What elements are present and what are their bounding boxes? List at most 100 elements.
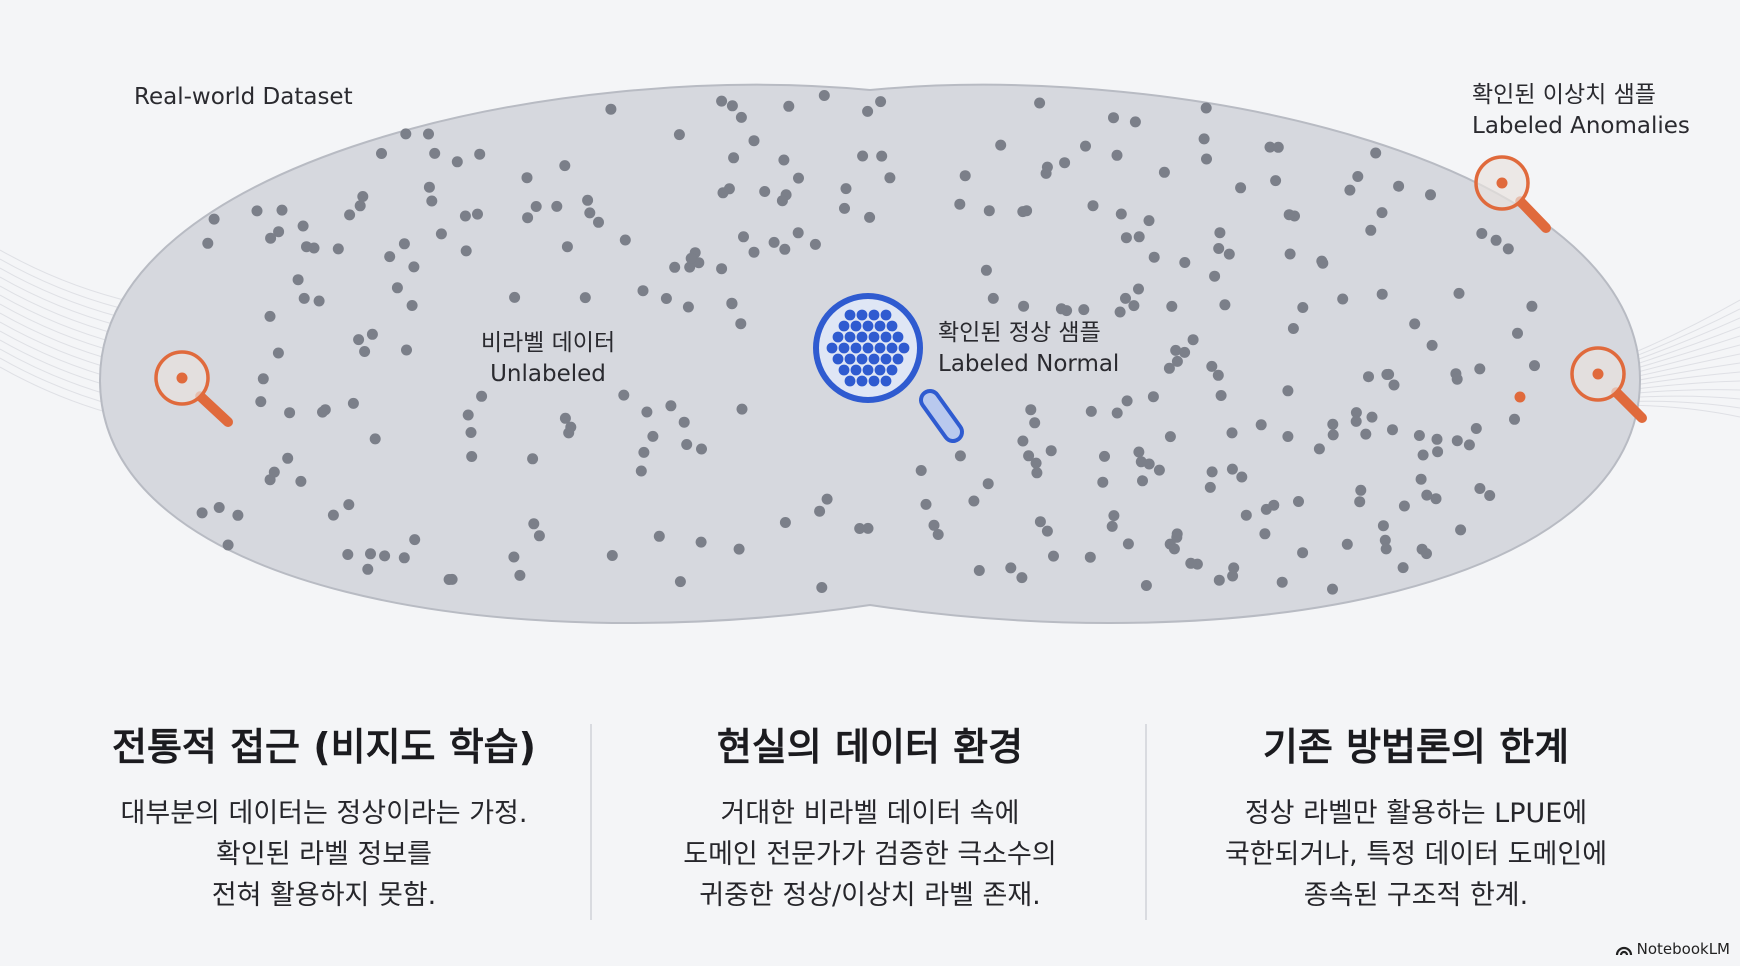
unlabeled-dot xyxy=(995,139,1007,151)
unlabeled-dot xyxy=(391,282,403,294)
unlabeled-dot xyxy=(313,295,325,307)
unlabeled-dot xyxy=(814,505,826,517)
unlabeled-dot xyxy=(618,389,630,401)
unlabeled-dot xyxy=(1354,496,1366,508)
unlabeled-dot xyxy=(561,241,573,253)
unlabeled-dot xyxy=(619,234,631,246)
unlabeled-dot xyxy=(1137,475,1148,487)
unlabeled-dot xyxy=(298,292,310,304)
unlabeled-dot xyxy=(818,90,830,101)
unlabeled-dot xyxy=(1425,189,1436,201)
unlabeled-dot xyxy=(276,204,288,216)
labeled-normal-dot xyxy=(856,309,868,321)
unlabeled-dot xyxy=(748,135,760,147)
unlabeled-dot xyxy=(272,347,284,359)
unlabeled-dot xyxy=(1133,446,1145,458)
unlabeled-dot xyxy=(1017,435,1029,447)
unlabeled-dot xyxy=(678,416,690,428)
unlabeled-dot xyxy=(1350,415,1362,427)
unlabeled-dot xyxy=(1213,243,1225,254)
unlabeled-dot xyxy=(980,264,992,276)
unlabeled-dot xyxy=(1055,303,1067,315)
unlabeled-dot xyxy=(1018,300,1030,312)
unlabeled-dot xyxy=(474,148,486,160)
labeled-normal-dot xyxy=(850,320,862,332)
unlabeled-dot xyxy=(459,210,471,222)
unlabeled-dot xyxy=(669,261,681,273)
unlabeled-dot xyxy=(508,551,520,563)
unlabeled-dot xyxy=(735,111,747,123)
unlabeled-dot xyxy=(954,198,966,210)
unlabeled-dot xyxy=(1526,300,1538,312)
unlabeled-dot xyxy=(768,236,780,248)
unlabeled-dot xyxy=(1215,390,1227,401)
unlabeled-dot xyxy=(460,245,472,257)
labeled-normal-dot xyxy=(856,353,868,365)
unlabeled-dot xyxy=(1284,248,1296,260)
labeled-normal-dot xyxy=(862,342,874,354)
unlabeled-dot xyxy=(1227,570,1239,582)
unlabeled-dot xyxy=(717,187,729,199)
labeled-normal-dot xyxy=(862,364,874,376)
unlabeled-dot xyxy=(232,509,244,521)
unlabeled-dot xyxy=(973,565,985,576)
labeled-normal-dot xyxy=(868,309,880,321)
unlabeled-dot xyxy=(840,183,852,195)
unlabeled-dot xyxy=(401,344,412,356)
labeled-normal-dot xyxy=(880,331,892,343)
anomaly-dot xyxy=(1592,368,1604,380)
unlabeled-dot xyxy=(674,576,686,588)
unlabeled-dot xyxy=(1133,283,1144,295)
unlabeled-dot xyxy=(1170,344,1182,356)
unlabeled-dot xyxy=(1363,371,1374,383)
unlabeled-dot xyxy=(1164,431,1176,443)
labeled-normal-dot xyxy=(898,342,910,354)
unlabeled-dot xyxy=(1214,227,1226,239)
unlabeled-dot xyxy=(1111,149,1123,161)
unlabeled-dot xyxy=(530,201,542,212)
unlabeled-dot xyxy=(605,103,617,115)
unlabeled-dot xyxy=(1059,157,1071,169)
unlabeled-dot xyxy=(559,412,571,424)
unlabeled-dot xyxy=(716,95,728,107)
unlabeled-dot xyxy=(776,195,788,207)
unlabeled-dot xyxy=(1376,288,1388,300)
unlabeled-dot xyxy=(1204,481,1216,493)
unlabeled-dot xyxy=(202,237,214,249)
unlabeled-dot xyxy=(1341,538,1353,550)
unlabeled-dot xyxy=(1034,97,1046,109)
unlabeled-dot xyxy=(816,582,828,593)
unlabeled-dot xyxy=(839,202,850,214)
unlabeled-dot xyxy=(255,396,267,408)
unlabeled-dot xyxy=(1236,471,1248,483)
unlabeled-dot xyxy=(369,433,381,445)
unlabeled-dot xyxy=(982,478,994,490)
unlabeled-dot xyxy=(1509,413,1520,425)
unlabeled-dot xyxy=(559,160,571,172)
labeled-normal-dot xyxy=(886,320,898,332)
unlabeled-dot xyxy=(793,172,804,184)
column-real-world: 현실의 데이터 환경 거대한 비라벨 데이터 속에 도메인 전문가가 검증한 극… xyxy=(590,716,1150,916)
unlabeled-dot xyxy=(284,407,296,419)
unlabeled-dot xyxy=(1122,538,1134,550)
dataset-label: Real-world Dataset xyxy=(134,84,353,110)
unlabeled-dot xyxy=(533,530,545,542)
unlabeled-dot xyxy=(384,251,396,263)
unlabeled-dot xyxy=(932,529,944,540)
unlabeled-dot xyxy=(1268,499,1280,511)
unlabeled-dot xyxy=(1327,418,1339,430)
unlabeled-dot xyxy=(681,439,693,450)
unlabeled-label-ko: 비라벨 데이터 xyxy=(480,330,616,356)
unlabeled-dot xyxy=(1455,524,1467,536)
unlabeled-dot xyxy=(1272,141,1284,153)
unlabeled-dot xyxy=(1031,467,1043,479)
column-title: 현실의 데이터 환경 xyxy=(716,725,1024,769)
unlabeled-dot xyxy=(1080,140,1091,152)
unlabeled-dot xyxy=(920,498,932,510)
unlabeled-dot xyxy=(264,310,276,322)
unlabeled-dot xyxy=(1114,306,1126,318)
notebooklm-logo-icon xyxy=(1615,946,1632,956)
labeled-normal-dot xyxy=(880,353,892,365)
unlabeled-dot xyxy=(696,443,707,455)
labeled-normal-dot xyxy=(850,342,862,354)
